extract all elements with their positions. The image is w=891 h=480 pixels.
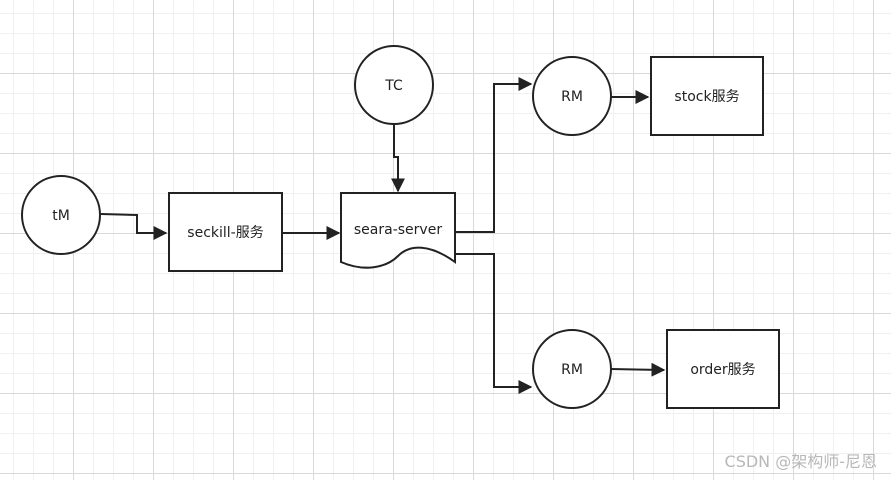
seckill-label: seckill-服务 — [187, 225, 263, 241]
edge-tc-to-seara — [391, 124, 405, 193]
tc-circle — [354, 45, 434, 125]
node-seckill: seckill-服务 — [168, 192, 283, 272]
edge-tm-to-seckill — [100, 213, 168, 240]
stock-label: stock服务 — [674, 89, 739, 105]
rm-top-label: RM — [561, 89, 583, 105]
rm-top-circle — [532, 56, 612, 136]
node-stock: stock服务 — [650, 56, 764, 136]
tc-label: TC — [384, 78, 403, 94]
node-seara: seara-server — [340, 192, 456, 269]
node-rm-top: RM — [532, 56, 612, 136]
tm-circle — [21, 175, 101, 255]
edge-seara-to-rm-bottom — [455, 253, 533, 394]
seara-label: seara-server — [354, 222, 442, 238]
node-tc: TC — [354, 45, 434, 125]
order-label: order服务 — [690, 362, 755, 378]
edge-rm-bottom-to-order — [610, 362, 666, 377]
order-box — [666, 329, 780, 409]
watermark: CSDN @架构师-尼恩 — [724, 452, 877, 471]
node-order: order服务 — [666, 329, 780, 409]
node-tm: tM — [21, 175, 101, 255]
seckill-box — [168, 192, 283, 272]
tm-label: tM — [52, 208, 70, 224]
rm-bottom-label: RM — [561, 362, 583, 378]
seara-document-shape — [340, 192, 456, 269]
stock-box — [650, 56, 764, 136]
connectors — [100, 77, 666, 394]
edge-seara-to-rm-top — [455, 77, 533, 233]
node-rm-bottom: RM — [532, 329, 612, 409]
rm-bottom-circle — [532, 329, 612, 409]
